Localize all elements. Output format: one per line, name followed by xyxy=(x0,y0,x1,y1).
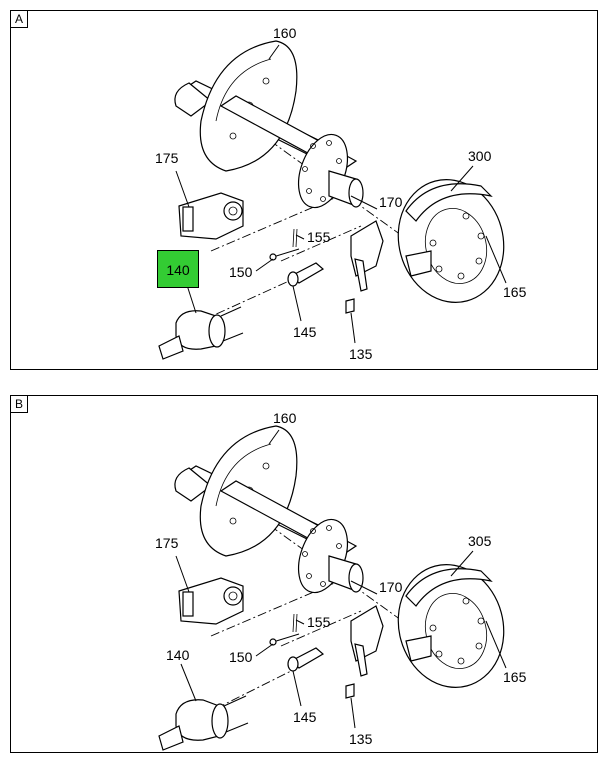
callout-160: 160 xyxy=(273,410,297,426)
brake-spider-170 xyxy=(350,220,384,292)
callout-165: 165 xyxy=(503,284,527,300)
callout-135: 135 xyxy=(349,731,373,747)
callout-300: 300 xyxy=(468,148,492,164)
clevis-145 xyxy=(287,262,325,287)
callout-155: 155 xyxy=(307,229,331,245)
brake-assembly-drawing-b: 160 175 305 170 155 150 140 145 165 135 xyxy=(155,410,527,751)
callout-175: 175 xyxy=(155,535,179,551)
clevis-145 xyxy=(287,647,325,672)
slack-adjuster-175 xyxy=(178,192,244,240)
callout-140[interactable]: 140 xyxy=(166,647,190,663)
brake-drum-305 xyxy=(397,564,505,688)
diagram-panel-b: B xyxy=(10,395,598,753)
callout-165: 165 xyxy=(503,669,527,685)
callout-145: 145 xyxy=(293,709,317,725)
callout-150: 150 xyxy=(229,264,253,280)
callout-305: 305 xyxy=(468,533,492,549)
brake-chamber-140 xyxy=(158,306,244,360)
callout-140-highlighted[interactable]: 140 xyxy=(157,250,199,288)
diagram-panel-a: A xyxy=(10,10,598,370)
brake-drum-300 xyxy=(397,179,505,303)
callout-155: 155 xyxy=(307,614,331,630)
panel-tag-a: A xyxy=(10,10,28,28)
brake-assembly-drawing-a: 160 175 300 170 155 150 145 165 135 xyxy=(155,25,527,362)
callout-160: 160 xyxy=(273,25,297,41)
callout-135: 135 xyxy=(349,346,373,362)
callout-175: 175 xyxy=(155,150,179,166)
callout-170: 170 xyxy=(379,579,403,595)
callout-150: 150 xyxy=(229,649,253,665)
slack-adjuster-175 xyxy=(178,577,244,625)
callout-145: 145 xyxy=(293,324,317,340)
brake-chamber-140 xyxy=(158,695,249,751)
brake-spider-170 xyxy=(350,605,384,677)
callout-170: 170 xyxy=(379,194,403,210)
panel-tag-b: B xyxy=(10,395,28,413)
